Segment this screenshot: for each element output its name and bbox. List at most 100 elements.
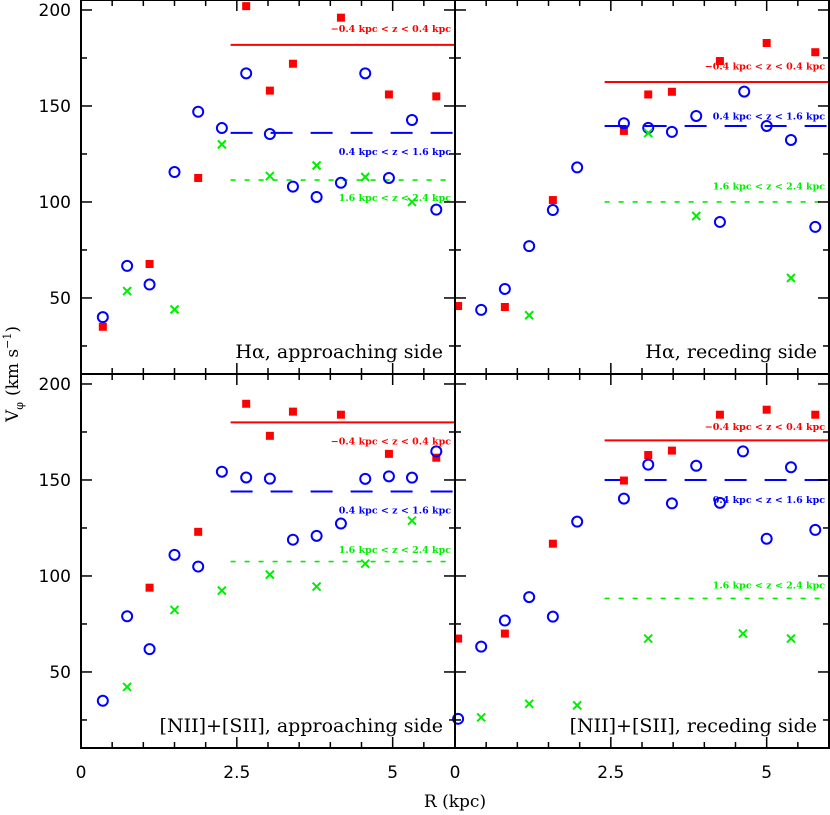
circle-marker [760,119,773,132]
blue-band-label: 0.4 kpc < z < 1.6 kpc [713,495,825,506]
cross-marker [311,581,322,592]
red-band-label: −0.4 kpc < z < 0.4 kpc [705,62,825,73]
y-tick-label: 50 [49,663,71,683]
square-marker [242,399,251,408]
circle-marker [240,471,253,484]
x-tick-label: 2.5 [223,763,250,783]
panel-title: [NII]+[SII], approaching side [160,715,443,737]
circle-marker [617,492,630,505]
cross-marker [265,171,275,181]
circle-marker [617,117,630,130]
green-band-label: 1.6 kpc < z < 2.4 kpc [713,182,825,193]
cross-marker [122,286,132,296]
circle-marker [263,472,276,485]
cross-marker [643,128,653,138]
x-tick-label: 5 [761,763,772,783]
panel-bottom-left: −0.4 kpc < z < 0.4 kpc 0.4 kpc < z < 1.6 … [96,399,455,737]
red-band-label: −0.4 kpc < z < 0.4 kpc [331,24,451,35]
circle-marker [642,121,655,134]
circle-marker [405,471,418,484]
circle-marker [121,610,134,623]
square-marker [454,634,463,643]
square-marker [667,446,676,455]
square-marker [194,173,203,182]
x-tick-label: 0 [450,763,461,783]
blue-band-label: 0.4 kpc < z < 1.6 kpc [339,147,451,158]
circle-marker [286,533,299,546]
y-tick-label: 200 [39,1,71,21]
circle-marker [475,303,488,316]
circle-marker [642,458,655,471]
cross-marker [217,139,227,150]
circle-marker [784,461,797,474]
square-marker [548,196,557,205]
green-band-label: 1.6 kpc < z < 2.4 kpc [713,581,825,592]
square-marker [432,92,441,101]
cross-marker [691,211,701,221]
square-marker [619,476,628,485]
square-marker [715,410,724,419]
square-marker [811,410,820,419]
cross-marker [738,628,748,639]
square-marker [548,539,557,548]
panel-title: Hα, receding side [645,341,817,363]
blue-band-label: 0.4 kpc < z < 1.6 kpc [339,506,451,517]
circle-marker [168,548,181,561]
circle-marker [713,496,726,509]
circle-marker [310,529,323,542]
panels-group: −0.4 kpc < z < 0.4 kpc 0.4 kpc < z < 1.6 … [96,2,829,737]
x-axis-title: R (kpc) [424,792,486,812]
circle-marker [359,472,372,485]
x-tick-label: 5 [387,763,398,783]
cross-marker [476,712,486,723]
square-marker [98,322,107,331]
circle-marker [760,532,773,545]
cross-marker [572,700,582,711]
cross-marker [643,633,653,644]
cross-marker [265,569,275,580]
circle-marker [736,445,749,458]
square-marker [432,453,441,462]
cross-marker [122,682,132,692]
circle-marker [475,640,488,653]
panel-title: [NII]+[SII], receding side [570,715,817,737]
square-marker [265,431,274,440]
cross-marker [407,515,417,526]
blue-band-label: 0.4 kpc < z < 1.6 kpc [713,112,825,123]
circle-marker [690,109,703,122]
cross-marker [169,304,180,315]
circle-marker [405,113,418,126]
y-tick-label: 50 [49,289,71,309]
circle-marker [690,459,703,472]
cross-marker [524,699,534,709]
circle-marker [498,614,511,627]
cross-marker [360,172,370,182]
square-marker [288,59,297,68]
circle-marker [143,278,156,291]
circle-marker [523,240,536,253]
panel-top-right: −0.4 kpc < z < 0.4 kpc 0.4 kpc < z < 1.6 … [454,39,829,363]
square-marker [811,48,820,57]
y-axis-units: (km s [3,349,23,396]
cross-marker [169,605,180,615]
panel-frame [80,0,456,375]
circle-marker [738,85,751,98]
cross-marker [217,585,227,596]
y-tick-label: 150 [39,97,71,117]
red-band-label: −0.4 kpc < z < 0.4 kpc [331,437,451,448]
y-axis-close: ) [3,326,23,333]
circle-marker [665,497,678,510]
square-marker [644,451,653,460]
circle-marker [334,176,347,189]
circle-marker [96,694,109,707]
y-axis-title: Vφ(km s−1) [1,326,26,423]
circle-marker [286,180,299,193]
square-marker [762,405,771,414]
panel-top-left: −0.4 kpc < z < 0.4 kpc 0.4 kpc < z < 1.6 … [96,2,455,363]
cross-marker [407,197,417,207]
cross-marker [786,633,796,644]
cross-marker [786,273,796,283]
square-marker [242,2,251,11]
